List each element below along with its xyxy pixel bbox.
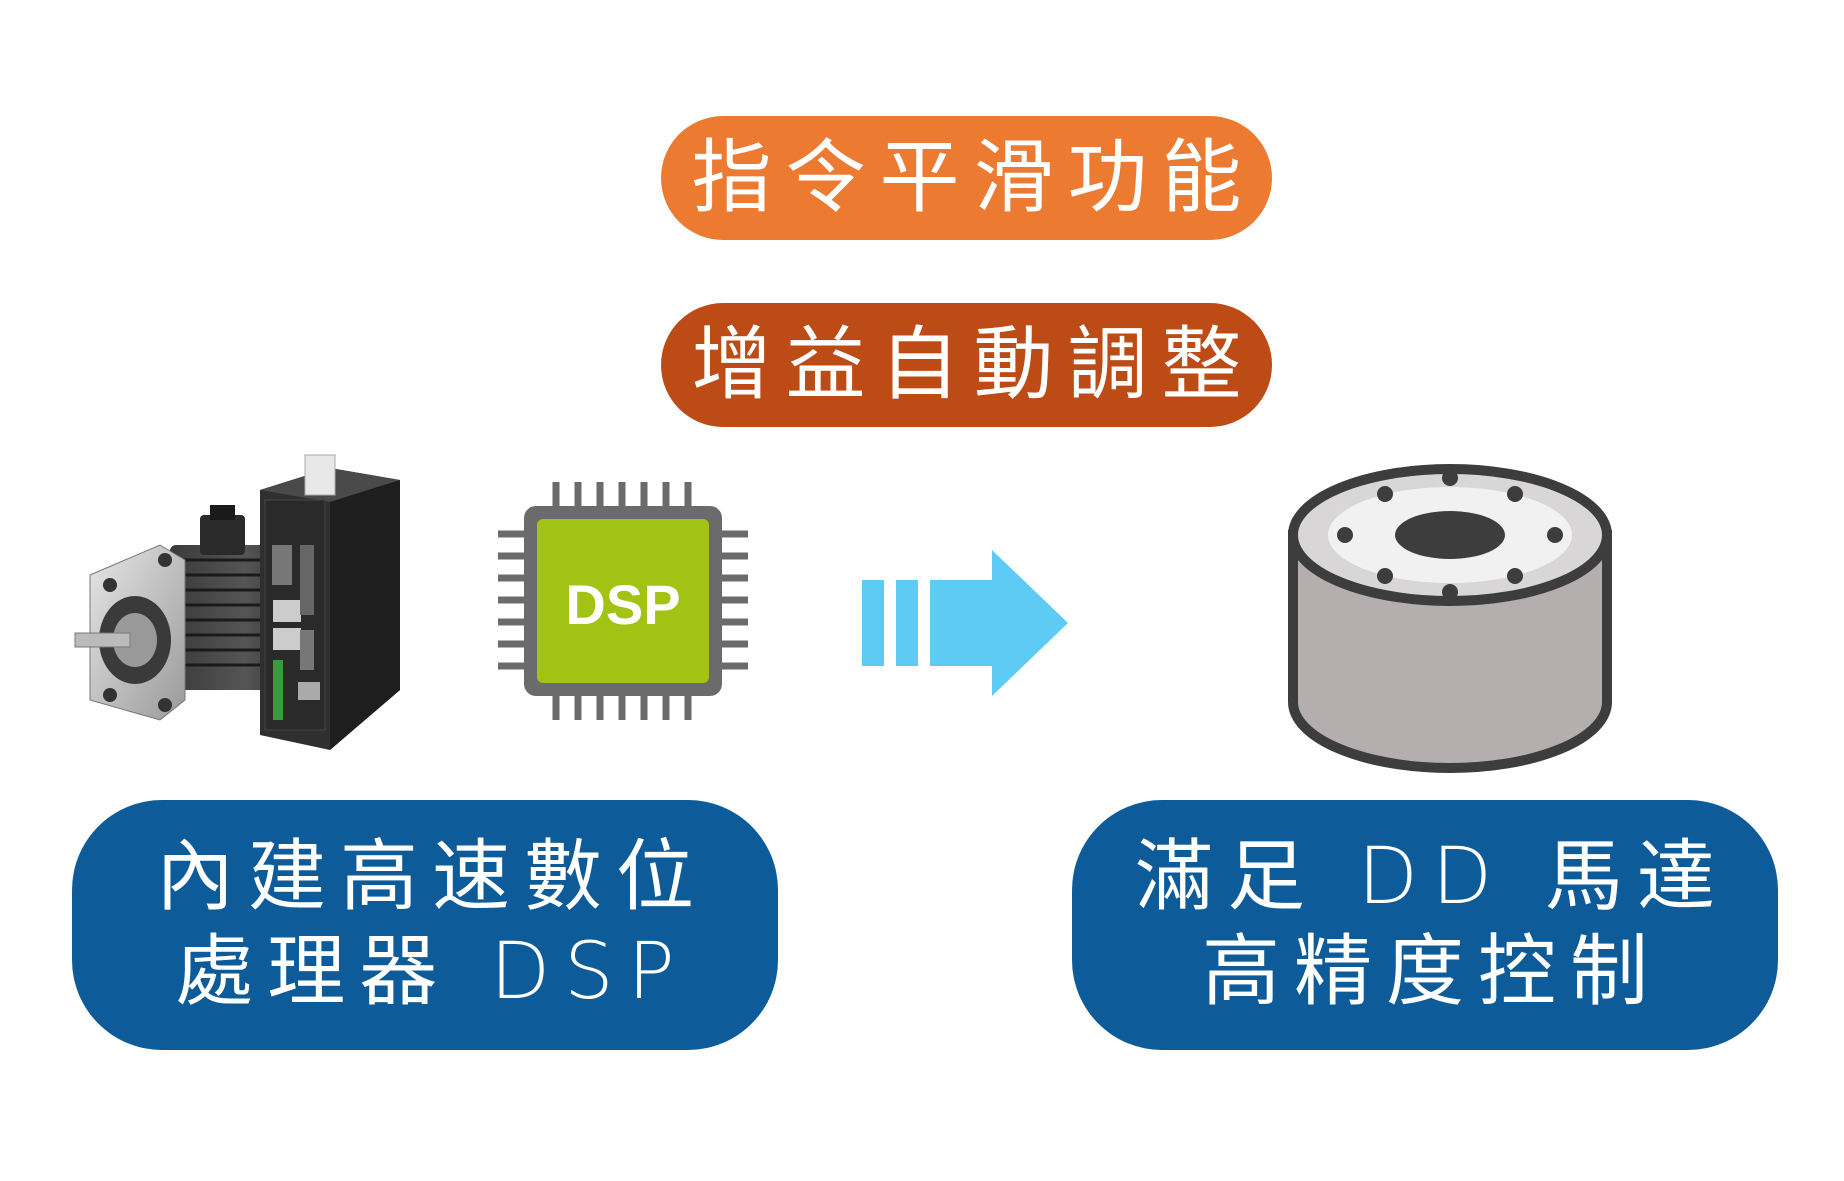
dd-motor-precision-pill: 滿足 DD 馬達 高精度控制 <box>1072 800 1778 1050</box>
command-smoothing-label: 指令平滑功能 <box>691 131 1256 224</box>
gain-auto-tuning-pill: 增益自動調整 <box>661 303 1272 427</box>
dsp-chip-label: DSP <box>565 573 680 636</box>
dd-motor-icon <box>1288 464 1612 773</box>
gain-auto-tuning-label: 增益自動調整 <box>691 318 1256 411</box>
dd-motor-line1: 滿足 DD 馬達 <box>1135 831 1729 922</box>
dd-motor-line2: 高精度控制 <box>1201 927 1662 1017</box>
builtin-dsp-pill: 內建高速數位 處理器 DSP <box>72 800 778 1050</box>
right-arrow-icon <box>862 550 1068 696</box>
builtin-dsp-line1: 內建高速數位 <box>155 831 708 922</box>
command-smoothing-pill: 指令平滑功能 <box>661 116 1272 240</box>
servo-motor-drive-icon <box>74 454 400 750</box>
dsp-chip-icon: DSP <box>498 482 748 720</box>
builtin-dsp-line2: 處理器 DSP <box>175 927 689 1017</box>
